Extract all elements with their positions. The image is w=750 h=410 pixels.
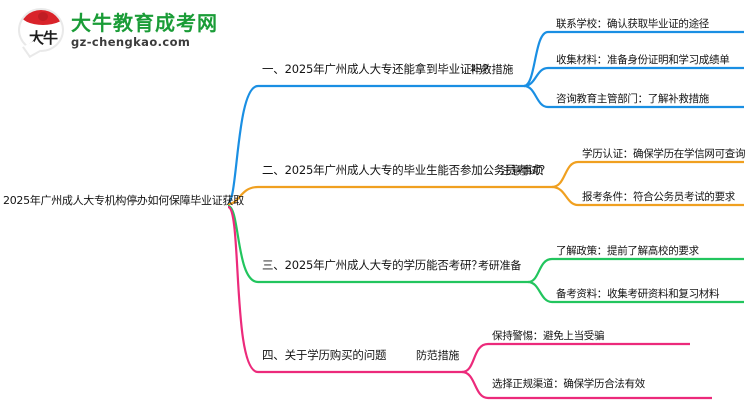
logo-subtitle: gz-chengkao.com bbox=[71, 35, 191, 50]
logo-title: 大牛教育成考网 bbox=[71, 11, 218, 36]
branch-3-leaf-1[interactable]: 了解政策：提前了解高校的要求 bbox=[556, 245, 699, 257]
branch-4-leaf-1[interactable]: 保持警惕：避免上当受骗 bbox=[492, 330, 605, 342]
branch-3-title[interactable]: 三、2025年广州成人大专的学历能否考研？ bbox=[262, 258, 483, 272]
branch-2-leaf-1[interactable]: 学历认证：确保学历在学信网可查询 bbox=[582, 148, 746, 160]
branch-4-title[interactable]: 四、关于学历购买的问题 bbox=[262, 348, 387, 362]
logo-cap-shape bbox=[20, 10, 62, 25]
root-node[interactable]: 2025年广州成人大专机构停办如何保障毕业证获取 bbox=[3, 194, 244, 207]
site-logo[interactable]: 大牛 大牛教育成考网 gz-chengkao.com bbox=[18, 8, 218, 58]
connector-branch-1-leaf-2 bbox=[523, 66, 744, 88]
branch-3-leaf-2[interactable]: 备考资料：收集考研资料和复习材料 bbox=[556, 288, 720, 300]
branch-2-tag[interactable]: 注意事项 bbox=[500, 164, 544, 177]
branch-1-leaf-2[interactable]: 收集材料：准备身份证明和学习成绩单 bbox=[556, 54, 730, 66]
connector-root-branch-2 bbox=[227, 185, 500, 206]
branch-2-title[interactable]: 二、2025年广州成人大专的毕业生能否参加公务员考试？ bbox=[262, 163, 551, 177]
connector-branch-4-leaf-1 bbox=[461, 342, 690, 374]
logo-text-block: 大牛教育成考网 gz-chengkao.com bbox=[71, 13, 218, 49]
branch-2-leaf-2[interactable]: 报考条件：符合公务员考试的要求 bbox=[582, 191, 735, 203]
branch-1-tag[interactable]: 补救措施 bbox=[470, 63, 514, 76]
connector-branch-3-leaf-1 bbox=[527, 257, 744, 284]
branch-3-tag[interactable]: 考研准备 bbox=[478, 259, 522, 272]
branch-1-leaf-3[interactable]: 咨询教育主管部门：了解补救措施 bbox=[556, 93, 709, 105]
branch-1-leaf-1[interactable]: 联系学校：确认获取毕业证的途径 bbox=[556, 18, 709, 30]
logo-mark-icon: 大牛 bbox=[18, 8, 64, 58]
connector-branch-2-leaf-1 bbox=[551, 160, 744, 189]
logo-mark-char: 大牛 bbox=[28, 29, 58, 47]
branch-1-title[interactable]: 一、2025年广州成人大专还能拿到毕业证吗？ bbox=[262, 62, 494, 76]
branch-4-leaf-2[interactable]: 选择正规渠道：确保学历合法有效 bbox=[492, 378, 645, 390]
connector-root-branch-1 bbox=[226, 84, 470, 205]
branch-4-tag[interactable]: 防范措施 bbox=[416, 349, 460, 362]
